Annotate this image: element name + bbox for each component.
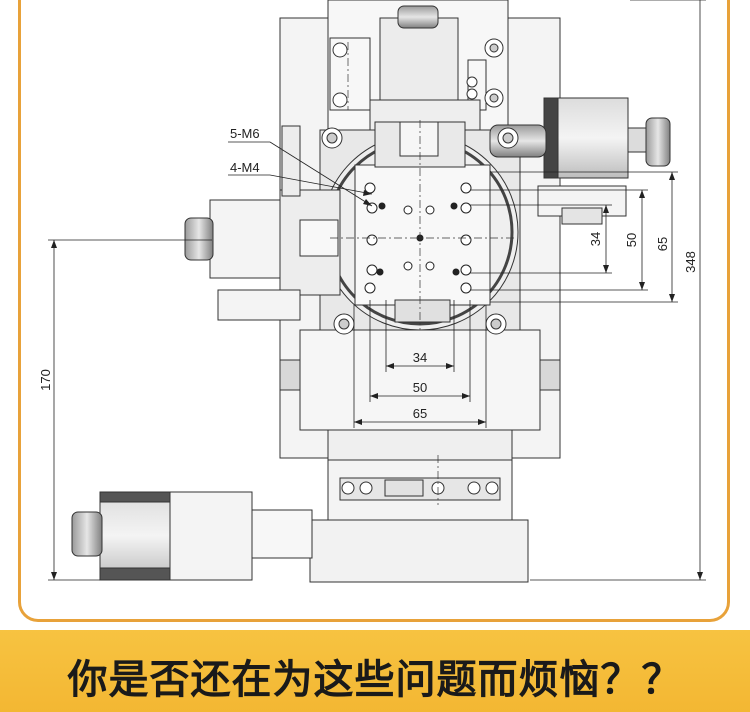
bottom-banner: 你是否还在为这些问题而烦恼？？ [0, 630, 750, 712]
drawing-frame: 34 50 65 34 50 65 348 170 5-M6 4-M4 [18, 0, 730, 622]
dim-v50: 50 [624, 233, 639, 247]
banner-headline: 你是否还在为这些问题而烦恼？？ [67, 657, 683, 703]
dim-v34: 34 [588, 232, 603, 246]
callout-m6: 5-M6 [230, 126, 260, 141]
dim-v170: 170 [38, 369, 53, 391]
bottom-knob [71, 511, 103, 557]
callout-m4: 4-M4 [230, 160, 260, 175]
dim-h65: 65 [413, 406, 427, 421]
dim-v348: 348 [683, 251, 698, 273]
top-knob [397, 5, 439, 29]
bottom-base [309, 519, 529, 583]
dim-v65: 65 [655, 237, 670, 251]
left-knob [184, 217, 214, 261]
dim-h50: 50 [413, 380, 427, 395]
right-knob [645, 117, 671, 167]
dim-h34: 34 [413, 350, 427, 365]
technical-drawing: 34 50 65 34 50 65 348 170 5-M6 4-M4 [38, 0, 706, 583]
upper-block [379, 17, 459, 109]
bottom-motor [99, 491, 171, 581]
left-motor-box [209, 199, 281, 279]
